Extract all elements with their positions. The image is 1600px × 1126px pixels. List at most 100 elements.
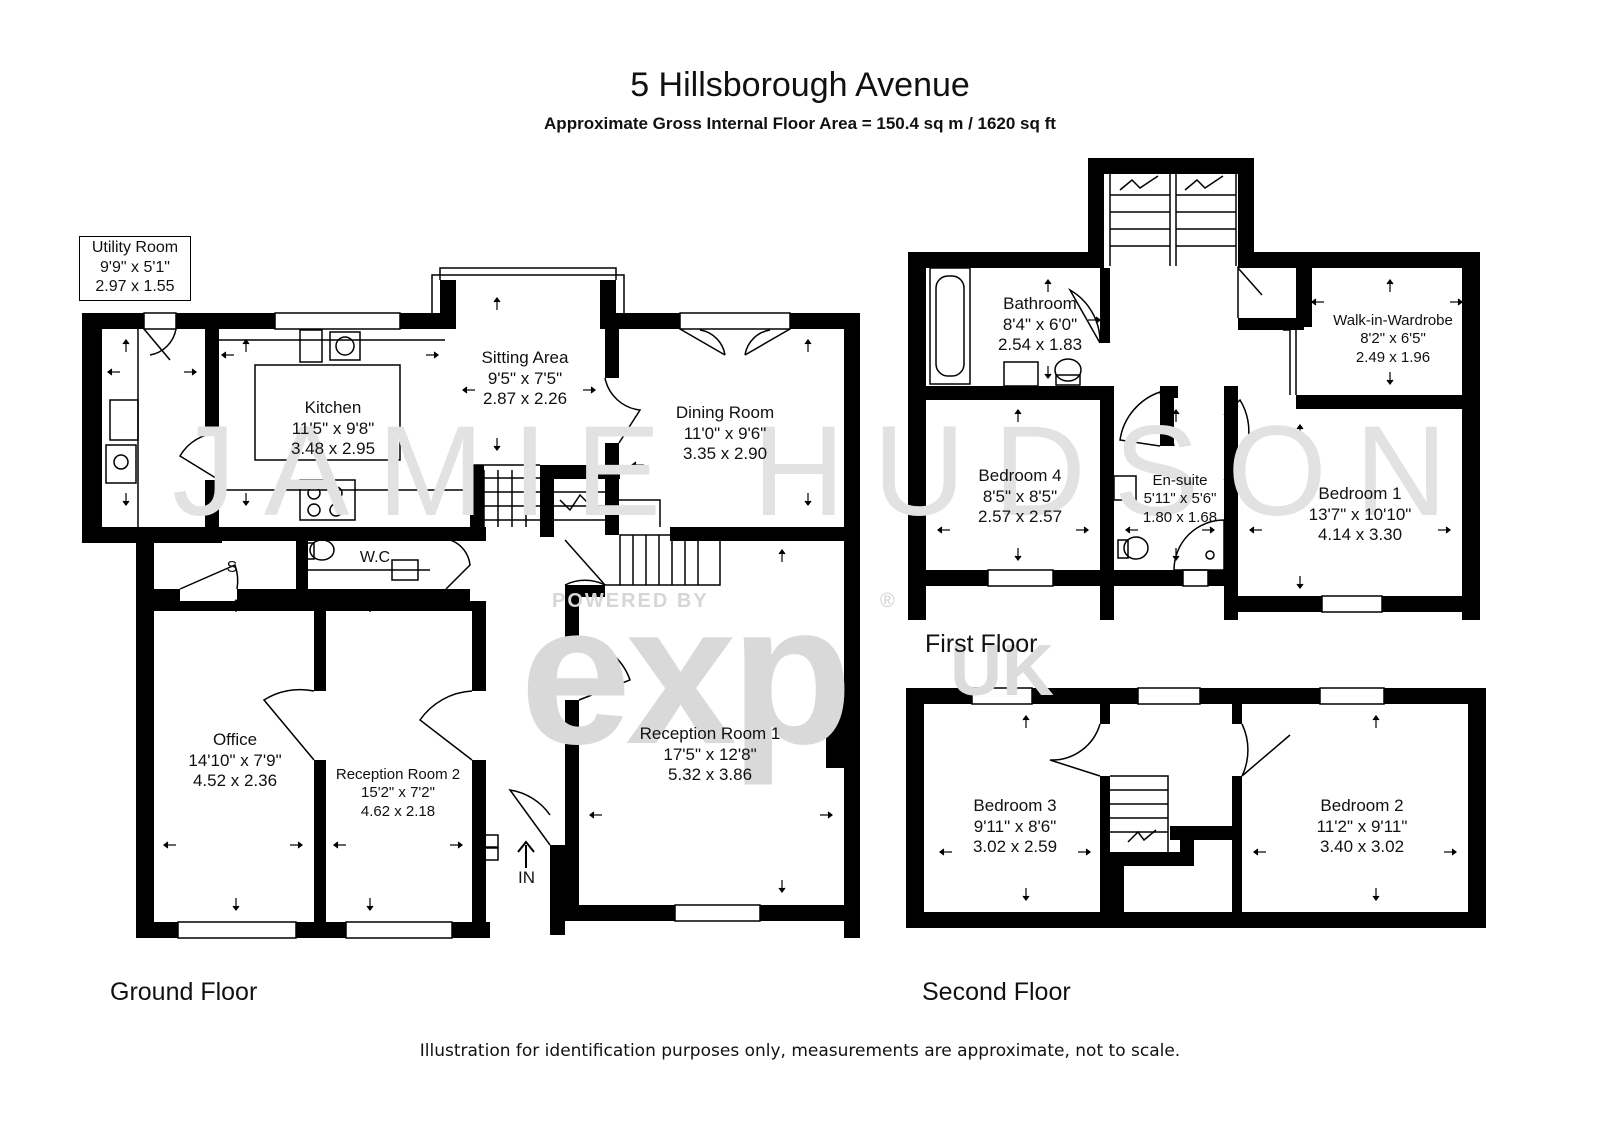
measurement-arrowhead-icon <box>366 905 374 911</box>
measurement-arrowhead-icon <box>939 848 945 856</box>
second-floor-walls <box>906 688 1486 928</box>
room-imperial: 11'2" x 9'11" <box>1316 816 1408 836</box>
room-label-reception2: Reception Room 2 15'2" x 7'2" 4.62 x 2.1… <box>326 766 470 821</box>
room-label-utility: Utility Room 9'9" x 5'1" 2.97 x 1.55 <box>79 236 191 301</box>
room-name: Office <box>212 730 258 749</box>
room-name: En-suite <box>1152 472 1208 489</box>
room-imperial: 9'9" x 5'1" <box>100 258 170 276</box>
room-imperial: 11'5" x 9'8" <box>291 418 375 438</box>
room-imperial: 5'11" x 5'6" <box>1143 490 1217 508</box>
room-imperial: 14'10" x 7'9" <box>188 750 282 770</box>
measurement-arrowhead-icon <box>778 887 786 893</box>
measurement-arrowhead-icon <box>122 339 130 345</box>
room-metric: 4.14 x 3.30 <box>1317 525 1403 545</box>
measurement-arrowhead-icon <box>778 549 786 555</box>
measurement-arrowhead-icon <box>1386 379 1394 385</box>
room-label-wc: W.C <box>350 548 400 568</box>
room-metric: 1.80 x 1.68 <box>1142 508 1218 526</box>
measurement-arrowhead-icon <box>242 339 250 345</box>
measurement-arrowhead-icon <box>1014 555 1022 561</box>
room-imperial: 8'2" x 6'5" <box>1360 330 1426 348</box>
measurement-arrowhead-icon <box>1125 526 1131 534</box>
measurement-arrowhead-icon <box>493 445 501 451</box>
measurement-arrowhead-icon <box>191 368 197 376</box>
room-label-bedroom2: Bedroom 2 11'2" x 9'11" 3.40 x 3.02 <box>1297 796 1427 858</box>
room-imperial: 8'4" x 6'0" <box>1002 314 1078 334</box>
measurement-arrowhead-icon <box>1296 424 1304 430</box>
room-label-bedroom1: Bedroom 1 13'7" x 10'10" 4.14 x 3.30 <box>1290 484 1430 546</box>
measurement-arrowhead-icon <box>232 905 240 911</box>
room-name: Reception Room 2 <box>335 766 461 783</box>
room-label-bedroom4: Bedroom 4 8'5" x 8'5" 2.57 x 2.57 <box>960 466 1080 528</box>
page-title: 5 Hillsborough Avenue <box>630 66 970 104</box>
measurement-arrowhead-icon <box>297 841 303 849</box>
room-metric: 3.35 x 2.90 <box>682 444 768 464</box>
measurement-arrowhead-icon <box>242 500 250 506</box>
measurement-arrowhead-icon <box>1209 526 1215 534</box>
room-metric: 3.48 x 2.95 <box>290 439 376 459</box>
room-name: W.C <box>359 549 391 566</box>
measurement-arrowhead-icon <box>1172 409 1180 415</box>
room-metric: 3.02 x 2.59 <box>972 837 1058 857</box>
floor-name-first: First Floor <box>925 630 1038 658</box>
measurement-arrowhead-icon <box>433 351 439 359</box>
room-metric: 4.52 x 2.36 <box>192 771 278 791</box>
measurement-arrowhead-icon <box>589 811 595 819</box>
room-name: Kitchen <box>304 398 362 417</box>
floor-name-second: Second Floor <box>922 978 1071 1006</box>
measurement-arrowhead-icon <box>1022 715 1030 721</box>
room-metric: 2.87 x 2.26 <box>482 389 568 409</box>
floor-area-subtitle: Approximate Gross Internal Floor Area = … <box>544 114 1056 133</box>
room-label-sitting: Sitting Area 9'5" x 7'5" 2.87 x 2.26 <box>460 348 590 410</box>
measurement-arrowhead-icon <box>804 500 812 506</box>
measurement-arrowhead-icon <box>493 297 501 303</box>
room-imperial: 15'2" x 7'2" <box>361 784 435 802</box>
room-name: Reception Room 1 <box>639 724 781 743</box>
second-floor-details <box>971 687 1385 852</box>
room-name: S <box>226 559 238 576</box>
first-floor-walls <box>908 158 1480 620</box>
measurement-arrowhead-icon <box>1095 316 1101 324</box>
measurement-arrowhead-icon <box>221 351 227 359</box>
room-imperial: 9'11" x 8'6" <box>973 816 1057 836</box>
room-name: Bedroom 1 <box>1318 484 1402 503</box>
measurement-arrowhead-icon <box>1172 555 1180 561</box>
measurement-arrowhead-icon <box>1386 279 1394 285</box>
room-imperial: 9'5" x 7'5" <box>487 368 563 388</box>
room-metric: 4.62 x 2.18 <box>360 802 436 820</box>
measurement-arrowhead-icon <box>1253 848 1259 856</box>
room-label-reception1: Reception Room 1 17'5" x 12'8" 5.32 x 3.… <box>630 724 790 786</box>
measurement-arrowhead-icon <box>232 599 240 605</box>
room-label-dining: Dining Room 11'0" x 9'6" 3.35 x 2.90 <box>655 403 795 465</box>
measurement-arrowhead-icon <box>804 339 812 345</box>
room-imperial: 13'7" x 10'10" <box>1308 504 1412 524</box>
measurement-arrowhead-icon <box>1085 848 1091 856</box>
measurement-arrowhead-icon <box>1372 715 1380 721</box>
measurement-arrowhead-icon <box>1311 298 1317 306</box>
ground-floor-details <box>105 267 791 939</box>
measurement-arrowhead-icon <box>1249 526 1255 534</box>
measurement-arrowhead-icon <box>1296 583 1304 589</box>
room-name: Dining Room <box>675 403 775 422</box>
measurement-arrowhead-icon <box>1451 848 1457 856</box>
room-imperial: 11'0" x 9'6" <box>683 423 767 443</box>
room-metric: 2.97 x 1.55 <box>95 278 175 296</box>
measurement-arrowhead-icon <box>1044 279 1052 285</box>
disclaimer-text: Illustration for identification purposes… <box>419 1041 1181 1061</box>
measurement-arrowhead-icon <box>1457 298 1463 306</box>
room-label-store: S <box>222 558 242 578</box>
room-label-wardrobe: Walk-in-Wardrobe 8'2" x 6'5" 2.49 x 1.96 <box>1318 312 1468 367</box>
measurement-arrowhead-icon <box>457 841 463 849</box>
room-name: Bathroom <box>1003 294 1077 313</box>
room-name: Walk-in-Wardrobe <box>1333 312 1453 329</box>
ground-floor-walls <box>82 280 860 938</box>
room-metric: 3.40 x 3.02 <box>1319 837 1405 857</box>
measurement-arrowhead-icon <box>1014 409 1022 415</box>
entrance-arrow-icon <box>517 840 535 868</box>
measurement-arrowhead-icon <box>333 841 339 849</box>
room-label-bedroom3: Bedroom 3 9'11" x 8'6" 3.02 x 2.59 <box>955 796 1075 858</box>
room-name: Bedroom 4 <box>978 466 1062 485</box>
room-label-bathroom: Bathroom 8'4" x 6'0" 2.54 x 1.83 <box>985 294 1095 356</box>
floor-name-ground: Ground Floor <box>110 978 258 1006</box>
